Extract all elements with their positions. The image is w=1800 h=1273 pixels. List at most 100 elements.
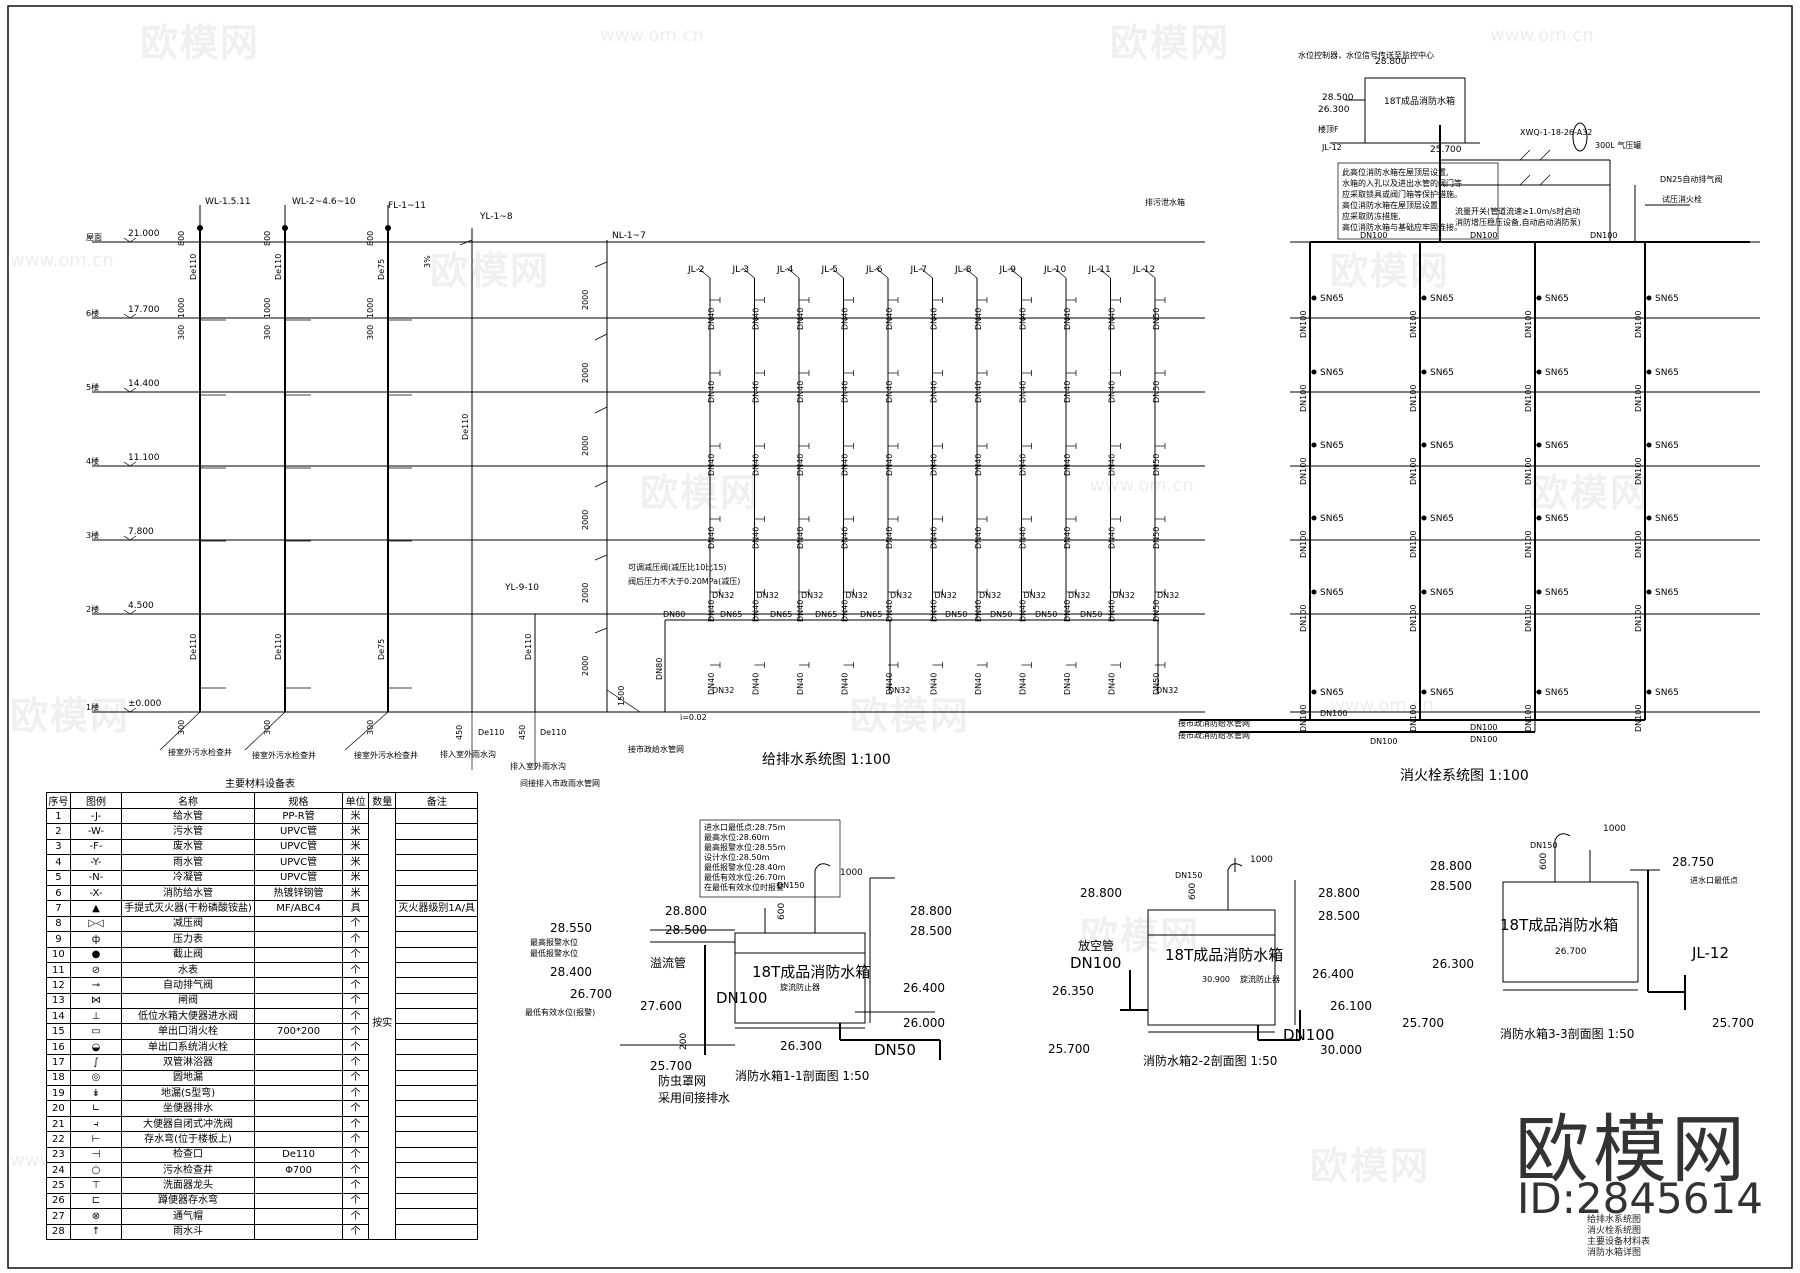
pipe-size-label: De110 bbox=[274, 634, 283, 660]
elevation: 28.750 bbox=[1672, 855, 1714, 869]
table-cell bbox=[253, 992, 344, 1010]
dimension: 800 bbox=[366, 231, 375, 246]
riser-label: JL-3 bbox=[732, 265, 749, 275]
table-header: 图例 bbox=[69, 792, 123, 809]
hydrant-label: SN65 bbox=[1655, 588, 1679, 598]
sheet-contents: 给排水系统图消火栓系统图主要设备材料表消防水箱详图 bbox=[1587, 1215, 1650, 1259]
elevation: 25.700 bbox=[1048, 1042, 1090, 1056]
table-cell bbox=[395, 807, 478, 825]
hydrant-label: SN65 bbox=[1545, 294, 1569, 304]
table-cell bbox=[253, 1208, 344, 1225]
table-cell: 消防给水管 bbox=[121, 884, 255, 902]
table-cell: 个 bbox=[342, 1223, 370, 1240]
table-cell bbox=[253, 961, 344, 979]
tank-section-1 bbox=[620, 819, 941, 1060]
table-cell: 个 bbox=[342, 946, 370, 963]
pipe-size-label: DN65 bbox=[860, 610, 882, 619]
table-cell: 个 bbox=[342, 1008, 370, 1025]
pipe-size-label: DN40 bbox=[1063, 308, 1072, 330]
table-cell: 12 bbox=[46, 977, 71, 994]
table-cell: ⊗ bbox=[69, 1208, 123, 1225]
watermark-url: www.om.cn bbox=[600, 25, 704, 46]
floor-elevation: 14.400 bbox=[128, 379, 160, 389]
table-cell: 11 bbox=[46, 961, 71, 979]
hydrant-label: SN65 bbox=[1320, 294, 1344, 304]
section-title: 消防水箱1-1剖面图 1:50 bbox=[735, 1068, 869, 1083]
note: 可调减压阀(减压比10比15) bbox=[628, 562, 727, 572]
pipe-size-label: DN40 bbox=[841, 527, 850, 549]
floor-name: 2楼 bbox=[86, 604, 99, 614]
table-cell: 手提式灭火器(干粉磷酸铵盐) bbox=[121, 900, 255, 917]
table-cell: 大便器自闭式冲洗阀 bbox=[121, 1115, 255, 1133]
table-cell: 7 bbox=[46, 900, 71, 917]
dimension: 2000 bbox=[581, 290, 590, 310]
dimension: 300 bbox=[263, 720, 272, 735]
table-cell: 个 bbox=[342, 915, 370, 933]
watermark-url: www.om.cn bbox=[1330, 695, 1434, 716]
pipe-size-label: DN40 bbox=[796, 673, 805, 695]
water-level: 进水口最低点:28.75m bbox=[704, 822, 786, 832]
tank-label: 18T成品消防水箱 bbox=[752, 963, 870, 981]
table-cell: 28 bbox=[46, 1223, 71, 1240]
pipe-size-label: DN100 bbox=[1524, 531, 1533, 558]
water-level: 最高水位:28.60m bbox=[704, 832, 770, 842]
watermark: 欧模网 bbox=[140, 21, 261, 65]
notice-line: 高位消防水箱在屋顶层设置, bbox=[1342, 200, 1441, 210]
elevation: 28.500 bbox=[910, 924, 952, 938]
table-cell: ∫ bbox=[69, 1054, 123, 1071]
table-cell bbox=[253, 931, 344, 948]
pipe-size-label: DN40 bbox=[885, 308, 894, 330]
table-cell: 个 bbox=[342, 961, 370, 979]
pipe-size-label: DN50 bbox=[874, 1041, 916, 1059]
table-row: 16◒单出口系统消火栓个 bbox=[46, 1038, 478, 1056]
table-cell: 4 bbox=[46, 854, 71, 871]
table-cell: 洗面器龙头 bbox=[121, 1177, 255, 1194]
note: 接室外污水检查井 bbox=[252, 750, 316, 760]
pipe-size-label: DN150 bbox=[777, 881, 804, 890]
pipe-size-label: DN40 bbox=[752, 381, 761, 403]
table-cell bbox=[253, 1100, 344, 1117]
pipe-size-label: DN100 bbox=[1524, 605, 1533, 632]
pipe-size-label: DN40 bbox=[930, 673, 939, 695]
table-row: 17∫双管淋浴器个 bbox=[46, 1054, 478, 1071]
pipe-size-label: DN40 bbox=[885, 600, 894, 622]
pipe-size-label: De110 bbox=[540, 728, 566, 737]
pipe-size-label: DN40 bbox=[707, 527, 716, 549]
floor-name: 6楼 bbox=[86, 308, 99, 318]
table-cell: ⊘ bbox=[69, 961, 123, 979]
table-row: 20∟坐便器排水个 bbox=[46, 1100, 478, 1117]
pipe-size-label: De75 bbox=[377, 259, 386, 280]
table-row: 11⊘水表个 bbox=[46, 961, 478, 979]
table-cell bbox=[395, 1115, 478, 1133]
pipe-size-label: DN100 bbox=[1470, 231, 1497, 240]
hydrant-label: SN65 bbox=[1430, 514, 1454, 524]
notice-line: 应采取锁具或阀门箱等保护措施。 bbox=[1342, 189, 1462, 199]
stack-label: NL-1~7 bbox=[612, 231, 646, 241]
watermark-url: www.om.cn bbox=[10, 250, 114, 271]
table-cell: 减压阀 bbox=[121, 915, 255, 933]
table-cell: -Y- bbox=[69, 854, 123, 871]
pipe-size-label: DN40 bbox=[841, 381, 850, 403]
pipe-size-label: DN50 bbox=[1080, 610, 1102, 619]
hydrant-label: SN65 bbox=[1655, 688, 1679, 698]
table-cell bbox=[395, 1192, 478, 1210]
table-cell: 9 bbox=[46, 931, 71, 948]
riser-label: JL-11 bbox=[1088, 265, 1111, 275]
pipe-size-label: DN40 bbox=[752, 454, 761, 476]
pipe-size-label: DN32 bbox=[801, 591, 823, 600]
table-cell: PP-R管 bbox=[253, 807, 344, 825]
pipe-size-label: DN40 bbox=[1108, 308, 1117, 330]
table-cell bbox=[253, 1038, 344, 1056]
drainage-stacks bbox=[159, 205, 641, 770]
pipe-size-label: DN50 bbox=[990, 610, 1012, 619]
pipe-size-label: DN80 bbox=[663, 610, 685, 619]
dimension: 600 bbox=[777, 903, 787, 920]
pipe-size-label: DN65 bbox=[720, 610, 742, 619]
note: 楼顶F bbox=[1318, 124, 1339, 134]
table-cell: 自动排气阀 bbox=[121, 977, 255, 994]
table-cell bbox=[253, 1115, 344, 1133]
